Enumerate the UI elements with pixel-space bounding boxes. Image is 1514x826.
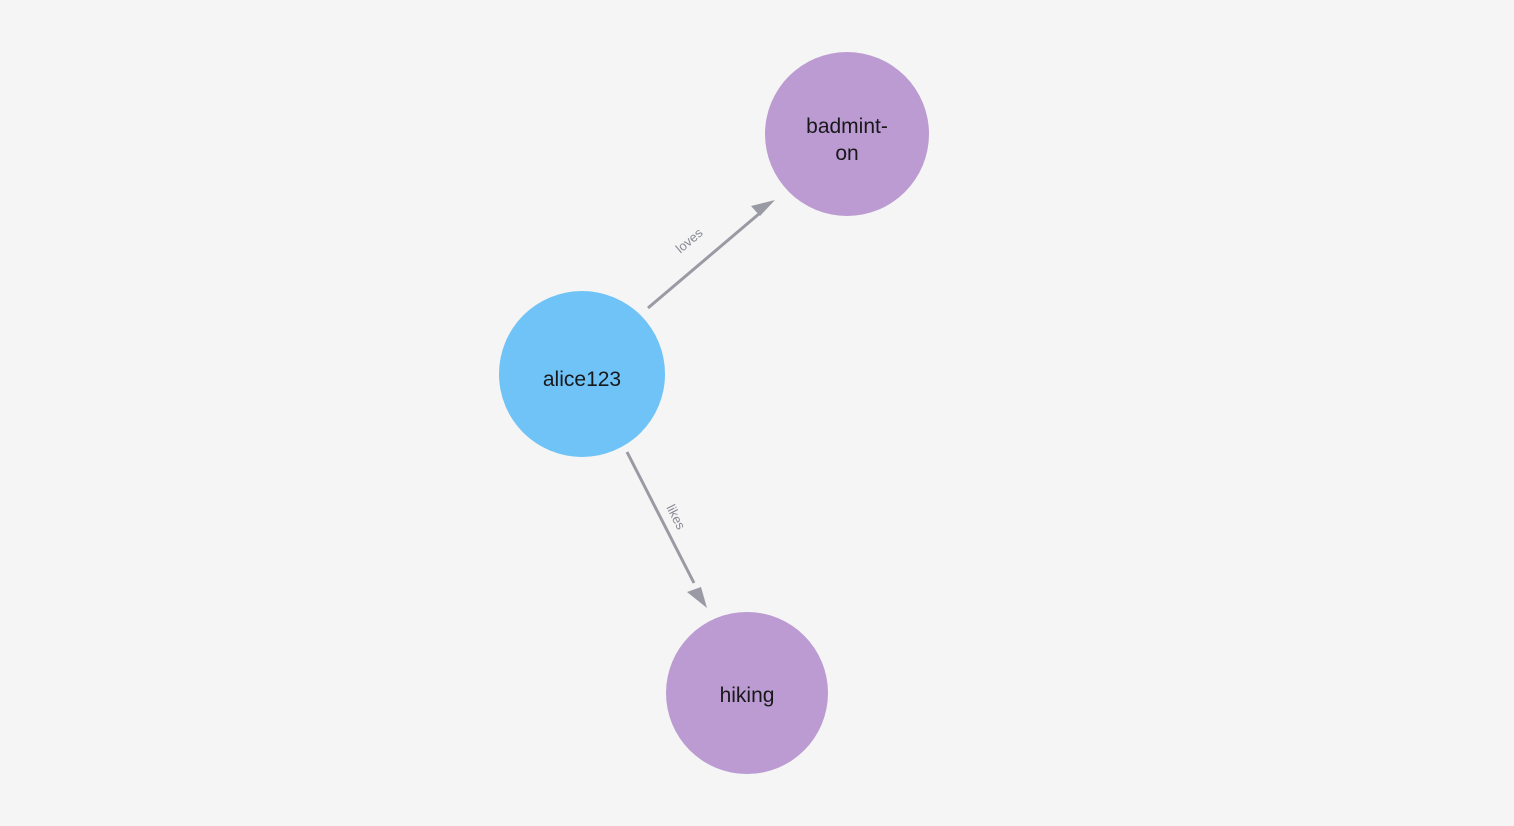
node-group: badmint- on alice123 hiking xyxy=(499,52,929,774)
node-circle-badminton[interactable] xyxy=(765,52,929,216)
arrowhead-loves xyxy=(751,200,775,216)
node-label-hiking: hiking xyxy=(720,684,775,707)
node-label-badminton-line1: badmint- xyxy=(806,115,888,138)
node-circle-alice123[interactable] xyxy=(499,291,665,457)
edge-label-loves: loves xyxy=(673,225,706,256)
arrowhead-likes xyxy=(687,587,707,608)
edge-alice123-likes-hiking[interactable]: likes xyxy=(625,451,707,608)
edge-alice123-loves-badminton[interactable]: loves xyxy=(647,200,775,310)
node-circle-hiking[interactable] xyxy=(666,612,828,774)
node-hiking[interactable]: hiking xyxy=(666,612,828,774)
edge-line-likes[interactable] xyxy=(625,451,696,584)
node-alice123[interactable]: alice123 xyxy=(499,291,665,457)
node-label-alice123: alice123 xyxy=(543,368,621,391)
edge-line-loves[interactable] xyxy=(647,211,761,310)
node-label-badminton-line2: on xyxy=(835,142,858,165)
node-badminton[interactable]: badmint- on xyxy=(765,52,929,216)
